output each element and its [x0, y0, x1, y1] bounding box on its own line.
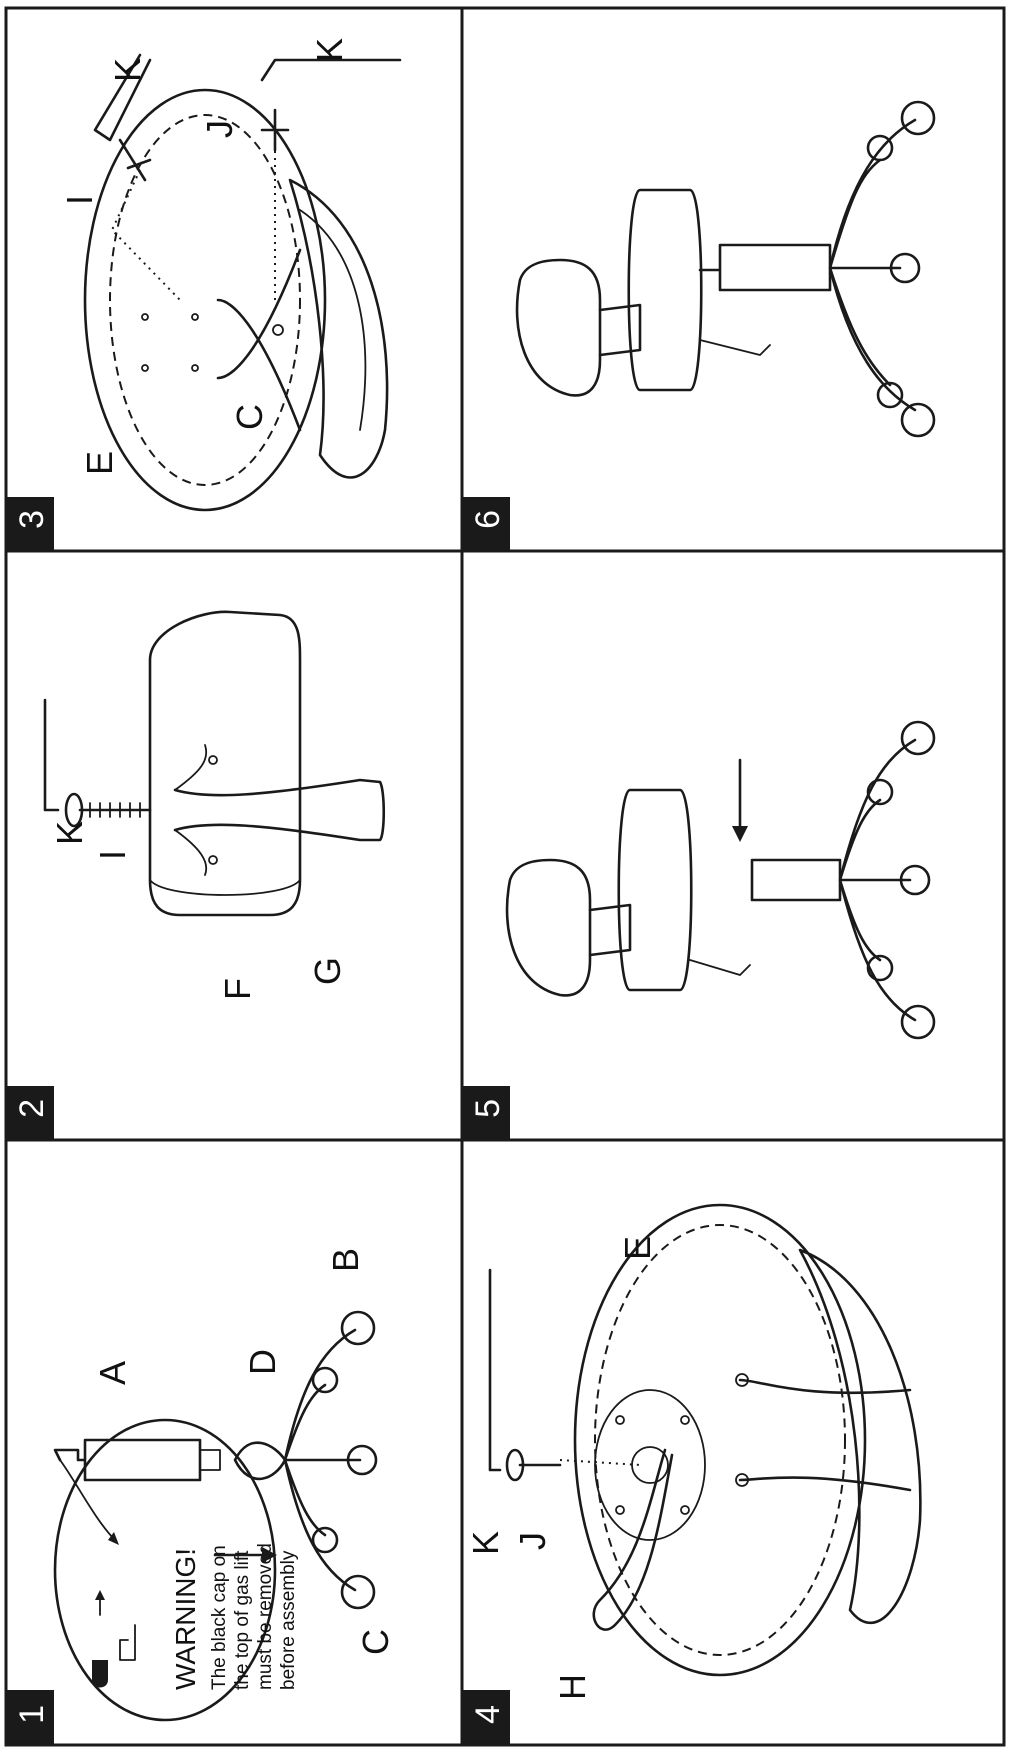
step-2-badge: [6, 1086, 54, 1140]
black-cap-icon: [92, 1660, 108, 1688]
screw-i: [118, 138, 152, 182]
label-c: C: [355, 1629, 396, 1655]
label-c: C: [229, 404, 270, 430]
label-d: D: [242, 1349, 283, 1375]
backrest: [505, 858, 592, 997]
step-6-number: 6: [469, 510, 507, 529]
step-3-badge: [6, 497, 54, 551]
step-2-number: 2: [13, 1099, 51, 1118]
back-post: [588, 903, 632, 957]
panel-step-6: 6: [462, 100, 936, 551]
label-f: F: [217, 978, 258, 1000]
gas-lift-assembled: [698, 243, 832, 292]
warning-line-3: must be removed: [255, 1543, 276, 1690]
warning-pointer: [59, 1459, 116, 1541]
label-g: G: [307, 957, 348, 985]
seat-plate-outline: [109, 114, 301, 486]
back-post: [598, 303, 642, 357]
warning-line-1: The black cap on: [209, 1545, 230, 1690]
assembled-seat: [627, 188, 703, 392]
label-j: J: [199, 120, 240, 138]
label-k-2: K: [309, 38, 350, 62]
label-k-1: K: [107, 58, 148, 82]
backrest-cushion: [288, 178, 389, 479]
seat-cushion: [83, 88, 327, 512]
panel-step-5: 5: [462, 720, 936, 1140]
base-star: [838, 738, 917, 1022]
backrest: [798, 1248, 922, 1625]
caster-5: [900, 402, 936, 438]
step-1-badge: [6, 1690, 54, 1745]
label-a: A: [92, 1361, 133, 1385]
down-arrow: [732, 826, 748, 842]
warning-title: WARNING!: [170, 1548, 201, 1690]
label-e: E: [79, 451, 120, 475]
allen-wrench-k: [488, 1268, 502, 1472]
step-1-number: 1: [13, 1705, 51, 1724]
gas-lift-top-icon: [119, 1624, 136, 1661]
panel-step-4: 4 E H J K: [462, 1203, 922, 1745]
step-4-badge: [462, 1690, 510, 1745]
gas-lift-a: [53, 1438, 202, 1482]
lever-h: [592, 1448, 674, 1631]
step-5-badge: [462, 1086, 510, 1140]
bracket-g: [173, 778, 386, 842]
caster-1: [900, 100, 936, 136]
screw-i-head: [64, 792, 84, 828]
backrest-f-edge: [149, 879, 301, 896]
mechanism-plate: [594, 1389, 706, 1541]
seat-e: [573, 1203, 867, 1677]
step-6-badge: [462, 497, 510, 551]
label-k: K: [49, 821, 90, 845]
warning-bubble: [53, 1418, 277, 1722]
base-star: [828, 118, 917, 412]
panel-step-3: 3 E C I J K K: [6, 38, 402, 551]
caster-3: [889, 252, 921, 284]
caster-2: [866, 134, 894, 162]
screw-j: [260, 108, 290, 152]
label-j: J: [512, 1532, 553, 1550]
label-b: B: [325, 1248, 366, 1272]
panel-step-2: 2 F G I K: [6, 610, 386, 1140]
back-support-bar: [216, 248, 302, 432]
step-3-number: 3: [13, 510, 51, 529]
assembled-backrest: [515, 258, 602, 397]
panel-step-1: 1 WARNING! The black cap on the top of g…: [6, 1248, 396, 1745]
caster-4: [876, 381, 904, 409]
step-4-number: 4: [469, 1705, 507, 1724]
label-i: I: [59, 195, 100, 205]
allen-wrench-k-1: [93, 53, 152, 142]
allen-wrench-k: [43, 698, 60, 812]
backrest-inner-line: [299, 209, 367, 431]
step-5-number: 5: [469, 1099, 507, 1118]
height-lever: [699, 339, 771, 356]
warning-line-2: the top of gas lift: [232, 1550, 253, 1690]
seat: [617, 788, 693, 992]
allen-wrench-k-2: [260, 58, 402, 82]
label-e: E: [617, 1236, 658, 1260]
backrest-f: [148, 610, 302, 917]
height-lever: [689, 959, 751, 976]
label-k: K: [465, 1531, 506, 1555]
label-h: H: [552, 1674, 593, 1700]
insert-arrow: [262, 1547, 277, 1563]
label-i: I: [92, 850, 133, 860]
warning-line-4: before assembly: [278, 1550, 299, 1690]
